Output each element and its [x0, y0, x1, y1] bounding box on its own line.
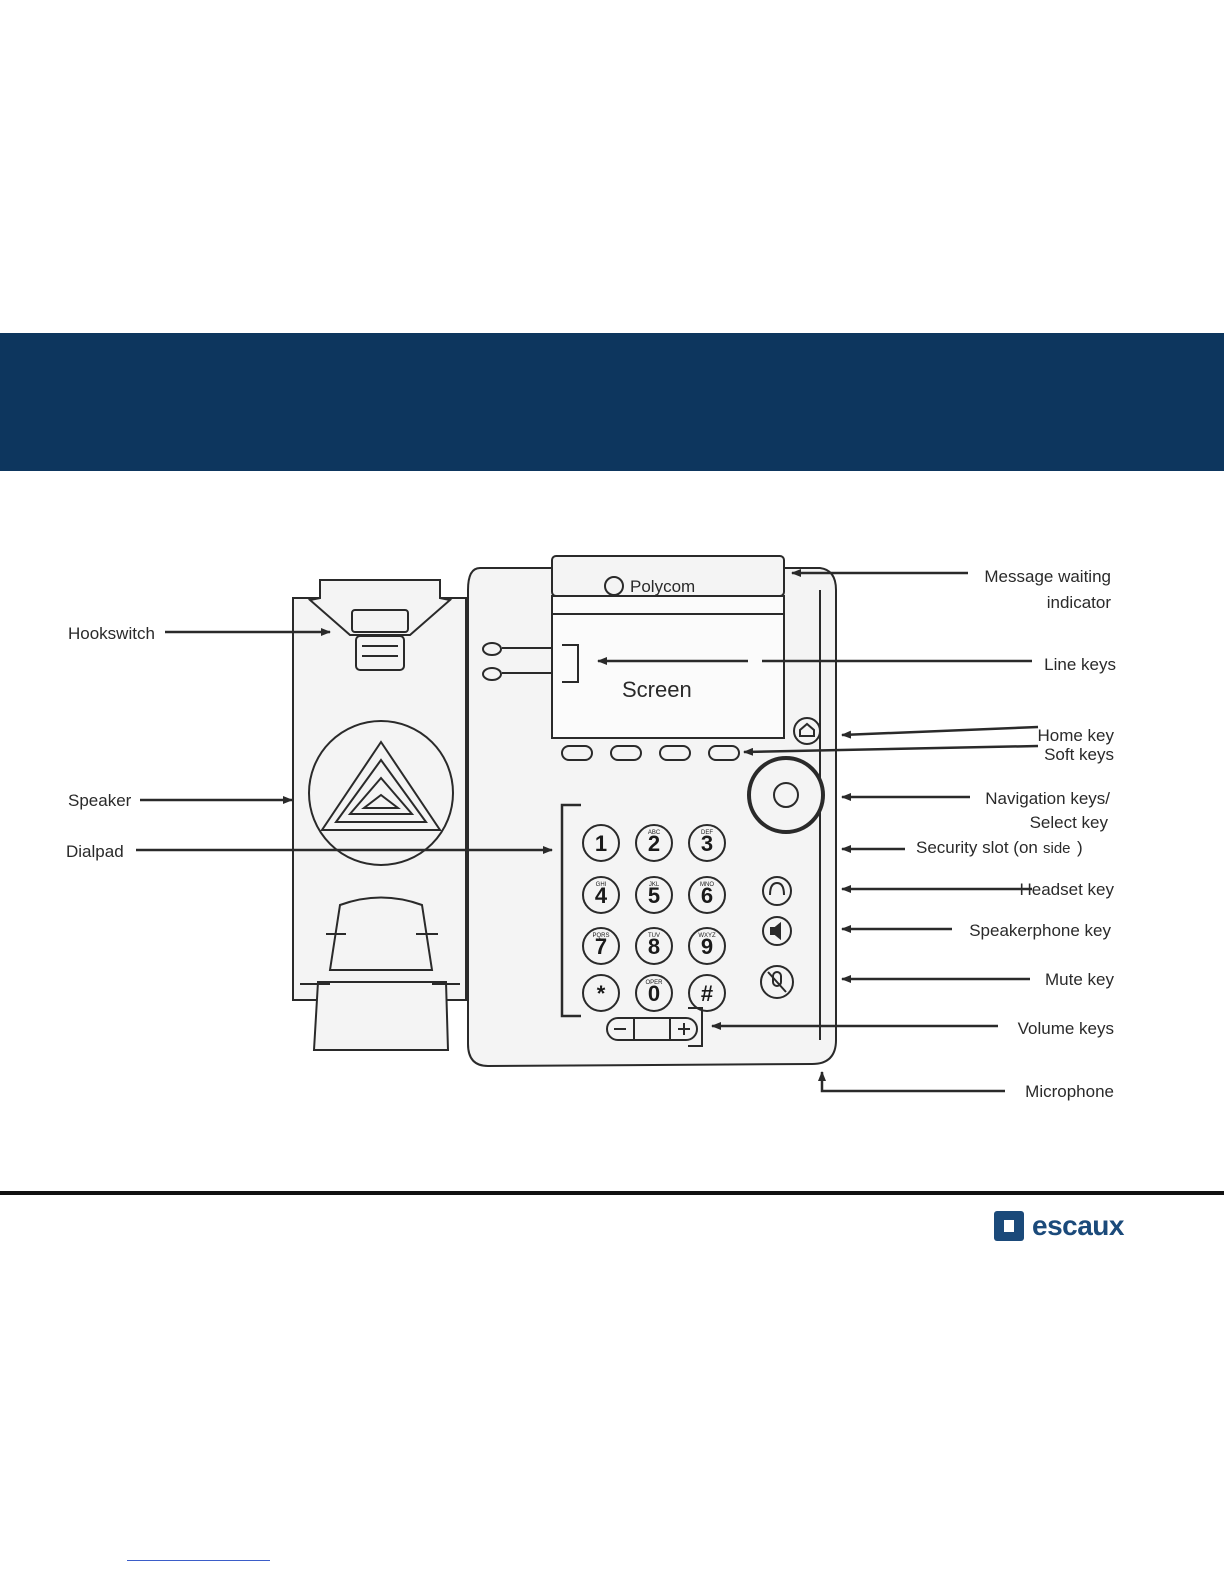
label-mute-key: Mute key: [1045, 970, 1114, 989]
label-navigation-1: Navigation keys/: [985, 789, 1110, 808]
navigation-cluster: [749, 758, 823, 832]
dialpad-letters: WXYZ: [698, 933, 716, 939]
escaux-logo-mark: [994, 1211, 1024, 1241]
label-dialpad: Dialpad: [66, 842, 124, 861]
footer-rule: [0, 1191, 1224, 1195]
dialpad-letters: OPER: [645, 980, 663, 986]
label-microphone: Microphone: [1025, 1082, 1114, 1101]
home-key-icon: [794, 718, 820, 744]
label-navigation-2: Select key: [1030, 813, 1109, 832]
label-security-close: ): [1077, 838, 1083, 857]
handset: [293, 580, 466, 1050]
label-headset-key: Headset key: [1020, 880, 1115, 899]
dialpad-letters: MNO: [700, 882, 714, 888]
dialpad-letters: TUV: [648, 933, 660, 939]
dialpad-key-1: 1: [583, 825, 619, 861]
dialpad-letters: DEF: [701, 830, 713, 836]
dialpad-key-star: *: [583, 975, 619, 1011]
label-security-slot: Security slot (on: [916, 838, 1038, 857]
dialpad-digit: #: [701, 981, 713, 1006]
label-volume-keys: Volume keys: [1018, 1019, 1114, 1038]
label-hookswitch: Hookswitch: [68, 624, 155, 643]
label-soft-keys: Soft keys: [1044, 745, 1114, 764]
label-speakerphone-key: Speakerphone key: [969, 921, 1111, 940]
footer-link-underline[interactable]: [127, 1560, 270, 1561]
dialpad-letters: PQRS: [592, 933, 609, 939]
dialpad-letters: ABC: [648, 830, 661, 836]
escaux-logo-text: escaux: [1032, 1210, 1124, 1242]
microphone-arrow: [822, 1072, 1005, 1091]
brand-logo-text: Polycom: [630, 577, 695, 596]
dialpad-digit: *: [597, 981, 606, 1006]
label-security-side: side: [1043, 840, 1071, 857]
screen-label: Screen: [622, 677, 692, 702]
dialpad-digit: 1: [595, 831, 607, 856]
label-speaker: Speaker: [68, 791, 132, 810]
label-message-waiting-1: Message waiting: [984, 567, 1111, 586]
label-line-keys: Line keys: [1044, 655, 1116, 674]
label-message-waiting-2: indicator: [1047, 593, 1112, 612]
label-home-key: Home key: [1037, 726, 1114, 745]
mute-key-icon: [761, 966, 793, 998]
dialpad-key-hash: #: [689, 975, 725, 1011]
escaux-logo: escaux: [994, 1210, 1124, 1242]
headset-key-icon: [763, 877, 791, 905]
dialpad-letters: JKL: [649, 882, 660, 888]
dialpad-letters: GHI: [596, 882, 607, 888]
speakerphone-key-icon: [763, 917, 791, 945]
